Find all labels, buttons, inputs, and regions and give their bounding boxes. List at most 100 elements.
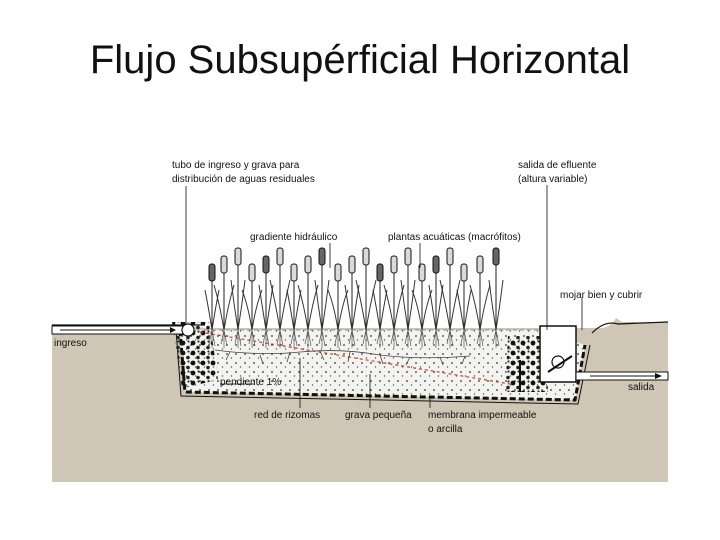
plant-roots [446, 329, 454, 348]
plant-roots [432, 329, 440, 348]
cattail-head [262, 255, 270, 274]
cattail-head [248, 263, 256, 282]
cattail-head [476, 255, 484, 274]
inlet-distribution-pipe [181, 323, 195, 337]
plant-roots [290, 329, 298, 348]
aquatic-plants [204, 247, 504, 348]
plant-leaf [479, 284, 491, 331]
plant-leaf [379, 289, 388, 331]
plant-leaf [355, 279, 367, 331]
plant-leaf [383, 284, 395, 331]
plant-leaf [293, 289, 302, 331]
plant-leaf [449, 279, 461, 331]
plant-leaf [314, 279, 323, 331]
plant-roots [376, 329, 384, 348]
plant-leaf [365, 279, 377, 331]
plant-leaf [469, 284, 481, 331]
plant-leaf [456, 289, 465, 331]
cattail-head [390, 255, 398, 274]
plant-roots [304, 329, 312, 348]
cattail-head [460, 263, 468, 282]
plant-leaf [251, 289, 263, 331]
inlet-coarse-gravel [172, 322, 218, 388]
cattail-head [304, 255, 312, 274]
label-inlet-pipe-1: tubo de ingreso y grava para [172, 160, 300, 171]
plant-leaf [344, 284, 353, 331]
cattail-head [220, 255, 228, 274]
outlet-coarse-gravel [505, 336, 548, 392]
cattail-head [290, 263, 298, 282]
cattail-head [376, 263, 384, 282]
plant-leaf [237, 279, 246, 331]
label-membrane-2: o arcilla [428, 424, 463, 435]
ground-surface-right [591, 321, 669, 334]
plant-leaf [435, 284, 444, 331]
cattail-head [276, 247, 284, 266]
plant-roots [476, 329, 484, 348]
plant-roots [460, 329, 468, 348]
plant-roots [234, 329, 242, 348]
plant-roots [262, 329, 270, 348]
plant-roots [334, 329, 342, 348]
plant-roots [348, 329, 356, 348]
rhizome-network [214, 349, 471, 366]
label-small-gravel: grava pequeña [345, 410, 412, 421]
plant-leaf [372, 289, 381, 331]
plant-roots [276, 329, 284, 348]
cattail-head [318, 247, 326, 266]
plant-leaf [204, 289, 213, 331]
cattail-head [446, 247, 454, 266]
cattail-head [362, 247, 370, 266]
cattail-head [348, 255, 356, 274]
plant-leaf [327, 289, 339, 331]
plant-leaf [407, 279, 416, 331]
cattail-head [432, 255, 440, 274]
plant-leaf [337, 289, 349, 331]
hydraulic-gradient-line [199, 331, 511, 385]
cattail-head [404, 247, 412, 266]
plant-roots [220, 329, 228, 348]
plant-leaf [265, 284, 274, 331]
cattail-head [208, 263, 216, 282]
plant-leaf [279, 279, 291, 331]
label-plants: plantas acuáticas (macrófitos) [388, 232, 521, 243]
plant-leaf [286, 289, 295, 331]
label-rhizomes: red de rizomas [254, 410, 320, 421]
outlet-box [539, 325, 577, 383]
cattail-head [334, 263, 342, 282]
label-outlet: salida [628, 382, 655, 393]
label-outlet-2: (altura variable) [518, 174, 587, 185]
plant-roots [418, 329, 426, 348]
plant-leaf [241, 289, 253, 331]
plant-roots [318, 329, 326, 348]
plant-leaf [223, 284, 235, 331]
plant-leaf [428, 284, 437, 331]
plant-roots [404, 329, 412, 348]
label-slope: pendiente 1% [220, 377, 281, 388]
label-hydraulic-gradient: gradiente hidráulico [250, 232, 338, 243]
plant-leaf [321, 279, 330, 331]
plant-leaf [393, 284, 405, 331]
plant-leaf [411, 289, 423, 331]
label-inlet: ingreso [54, 338, 87, 349]
label-inlet-pipe-2: distribución de aguas residuales [172, 174, 315, 185]
plant-roots [248, 329, 256, 348]
label-membrane-1: membrana impermeable [428, 410, 537, 421]
plant-leaf [258, 284, 267, 331]
gravel-dots [180, 330, 585, 400]
plant-leaf [463, 289, 472, 331]
plant-leaf [439, 279, 451, 331]
plant-leaf [269, 279, 281, 331]
plant-leaf [495, 279, 504, 331]
plant-leaf [213, 284, 225, 331]
label-wet-cover: mojar bien y cubrir [560, 290, 643, 301]
label-outlet-1: salida de efluente [518, 160, 597, 171]
plant-roots [492, 329, 500, 348]
plant-leaf [307, 284, 319, 331]
plant-leaf [211, 289, 220, 331]
cattail-head [234, 247, 242, 266]
plant-roots [390, 329, 398, 348]
cattail-head [418, 263, 426, 282]
plant-roots [208, 329, 216, 348]
